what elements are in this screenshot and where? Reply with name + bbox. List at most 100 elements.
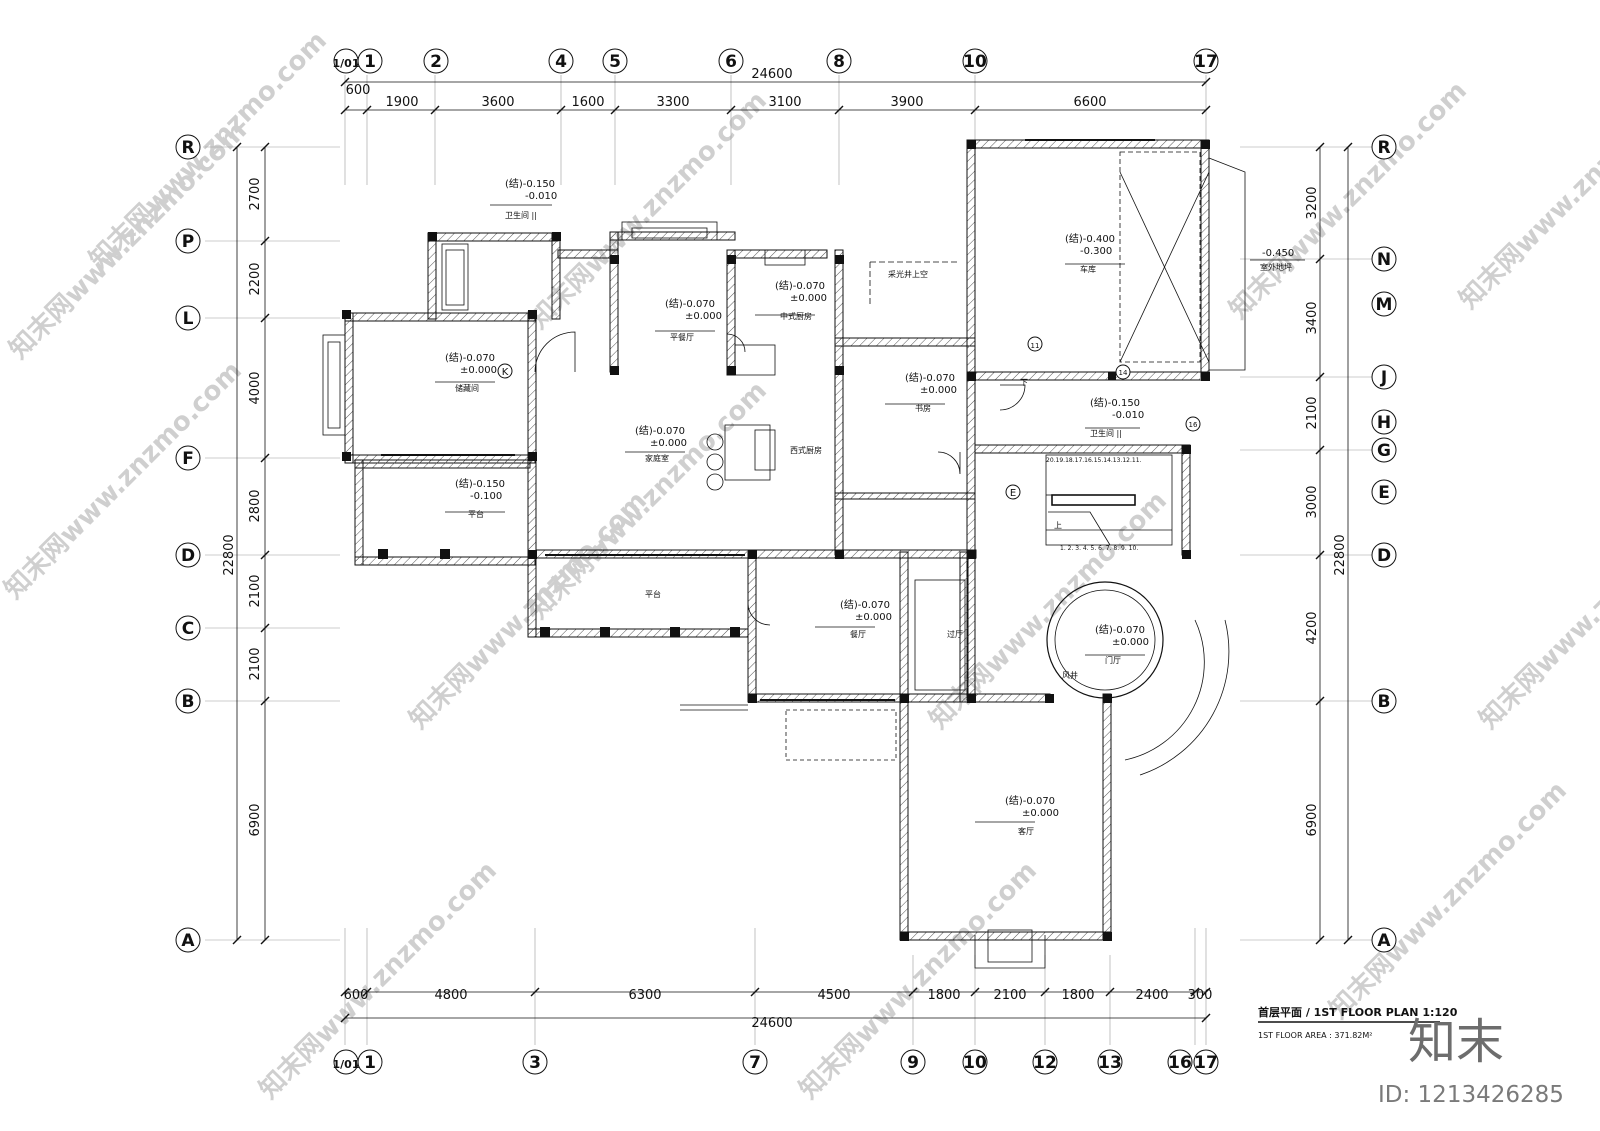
dim-left-2: 4000 [248, 371, 263, 404]
room-family-level: (结)-0.070 [635, 424, 685, 437]
dim-left-6: 6900 [248, 803, 263, 836]
drawing-title: 首层平面 / 1ST FLOOR PLAN 1:120 [1258, 1005, 1458, 1019]
room-outdoor-name: 室外地坪 [1260, 262, 1292, 272]
axis-left-1: P [182, 232, 194, 252]
dim-top-5: 3100 [768, 95, 801, 110]
grid-lines [205, 75, 1375, 1045]
axis-right-4: H [1377, 413, 1391, 433]
columns [342, 140, 1210, 941]
room-storage-level: (结)-0.070 [445, 351, 495, 364]
title-block: 首层平面 / 1ST FLOOR PLAN 1:120 1ST FLOOR AR… [1258, 1005, 1458, 1040]
room-foyer-name: 门厅 [1105, 655, 1121, 665]
walls [344, 139, 1210, 941]
room-garage-level: (结)-0.400 [1065, 232, 1115, 245]
markers: K E 11 14 16 下 上 20.19.18.17.16.15.14.13… [502, 342, 1198, 552]
watermark-2: 知末网www.znzmo.com [84, 26, 333, 275]
axis-right-3: J [1380, 368, 1387, 388]
watermark-6: 知末网www.znzmo.com [524, 376, 773, 625]
dim-bottom-4: 1800 [927, 988, 960, 1003]
axis-top-2: 2 [430, 52, 442, 72]
axis-right-0: R [1377, 138, 1390, 158]
axis-bottom-5: 10 [963, 1053, 987, 1073]
axis-right-2: M [1376, 295, 1393, 315]
watermark-9: 知末网www.znzmo.com [1474, 486, 1600, 735]
dim-right-total: 22800 [1333, 534, 1348, 575]
axis-bottom-2: 3 [529, 1053, 541, 1073]
dim-top-7: 6600 [1073, 95, 1106, 110]
dim-top-4: 3300 [656, 95, 689, 110]
axis-top-3: 4 [555, 52, 567, 72]
room-terrace-1-finish: -0.100 [470, 491, 502, 502]
room-chinese-kitchen-finish: ±0.000 [790, 293, 827, 304]
room-living-finish: ±0.000 [1022, 808, 1059, 819]
watermark-13: 知末网www.znzmo.com [1324, 776, 1573, 1025]
dim-right-1: 3400 [1305, 301, 1320, 334]
axis-right-9: A [1377, 931, 1391, 951]
axis-left-5: C [182, 619, 194, 639]
marker-down: 下 [1020, 378, 1028, 387]
dim-right-3: 3000 [1305, 485, 1320, 518]
room-breakfast-finish: ±0.000 [685, 311, 722, 322]
dim-right-4: 4200 [1305, 611, 1320, 644]
dim-right-2: 2100 [1305, 396, 1320, 429]
dim-right-5: 6900 [1305, 803, 1320, 836]
room-breakfast-name: 平餐厅 [670, 333, 694, 342]
room-family: (结)-0.070 ±0.000 家庭室 [635, 424, 687, 463]
room-terrace-1-name: 平台 [468, 509, 484, 519]
room-chinese-kitchen: (结)-0.070 ±0.000 中式厨房 [775, 279, 827, 321]
axis-top-4: 5 [609, 52, 621, 72]
stair-numbers-top: 20.19.18.17.16.15.14.13.12.11. [1046, 457, 1142, 464]
axis-right-8: B [1378, 692, 1391, 712]
marker-16: 16 [1189, 421, 1198, 429]
room-breakfast-level: (结)-0.070 [665, 297, 715, 310]
axis-bottom-6: 12 [1033, 1053, 1057, 1073]
axis-left-0: R [181, 138, 194, 158]
dimension-text-bottom: 600 4800 6300 4500 1800 2100 1800 2400 3… [344, 988, 1213, 1031]
marker-14: 14 [1119, 369, 1128, 377]
dim-top-1: 1900 [385, 95, 418, 110]
brand-logo: 知末 [1408, 1014, 1504, 1070]
room-garage-finish: -0.300 [1080, 246, 1112, 257]
room-bath-2: (结)-0.150 -0.010 卫生间 || [1090, 396, 1144, 438]
dim-left-4: 2100 [248, 574, 263, 607]
dim-bottom-1: 4800 [434, 988, 467, 1003]
dim-top-6: 3900 [890, 95, 923, 110]
room-foyer-level: (结)-0.070 [1095, 623, 1145, 636]
axis-top-1: 1 [364, 52, 376, 72]
axis-right-5: G [1377, 441, 1391, 461]
room-chinese-kitchen-name: 中式厨房 [780, 311, 812, 321]
brand-id: ID: 1213426285 [1378, 1082, 1564, 1108]
dimension-ticks [232, 77, 1353, 1023]
dim-left-1: 2200 [248, 262, 263, 295]
dim-bottom-2: 6300 [628, 988, 661, 1003]
watermark-layer: 知末网www.znzmo.com 知末网www.znzmo.com 知末网www… [0, 26, 1600, 1105]
axis-right-7: D [1377, 546, 1391, 566]
axis-labels-bottom: 1/01 1 3 7 9 10 12 13 16 17 [333, 1053, 1218, 1073]
openings [322, 139, 1246, 969]
dim-bottom-3: 4500 [817, 988, 850, 1003]
room-storage: (结)-0.070 ±0.000 储藏间 [445, 351, 497, 393]
axis-labels-top: 1/01 1 2 4 5 6 8 10 17 [333, 52, 1218, 72]
room-study-level: (结)-0.070 [905, 371, 955, 384]
marker-up: 上 [1054, 521, 1062, 530]
dim-left-5: 2100 [248, 647, 263, 680]
room-bath-2-finish: -0.010 [1112, 410, 1144, 421]
dim-bottom-0: 600 [344, 988, 369, 1003]
room-living: (结)-0.070 ±0.000 客厅 [1005, 794, 1059, 836]
axis-bottom-0: 1/01 [333, 1058, 360, 1071]
room-bath-2-level: (结)-0.150 [1090, 396, 1140, 409]
room-terrace-1: (结)-0.150 -0.100 平台 [455, 477, 505, 519]
axis-right-6: E [1378, 483, 1390, 503]
dim-right-0: 3200 [1305, 186, 1320, 219]
dim-bottom-5: 2100 [993, 988, 1026, 1003]
axis-labels-right: R N M J H G E D B A [1376, 138, 1393, 951]
axis-bottom-3: 7 [749, 1053, 761, 1073]
watermark-3: 知末网www.znzmo.com [0, 356, 248, 605]
axis-left-6: B [182, 692, 195, 712]
room-outdoor-level: -0.450 [1262, 248, 1294, 259]
room-labels: (结)-0.150 -0.010 卫生间 || (结)-0.070 ±0.000… [445, 177, 1294, 836]
axis-top-5: 6 [725, 52, 737, 72]
room-bath-2-name: 卫生间 || [1090, 428, 1122, 438]
stair-numbers-bottom: 1. 2. 3. 4. 5. 6. 7. 8. 9. 10. [1060, 545, 1138, 552]
